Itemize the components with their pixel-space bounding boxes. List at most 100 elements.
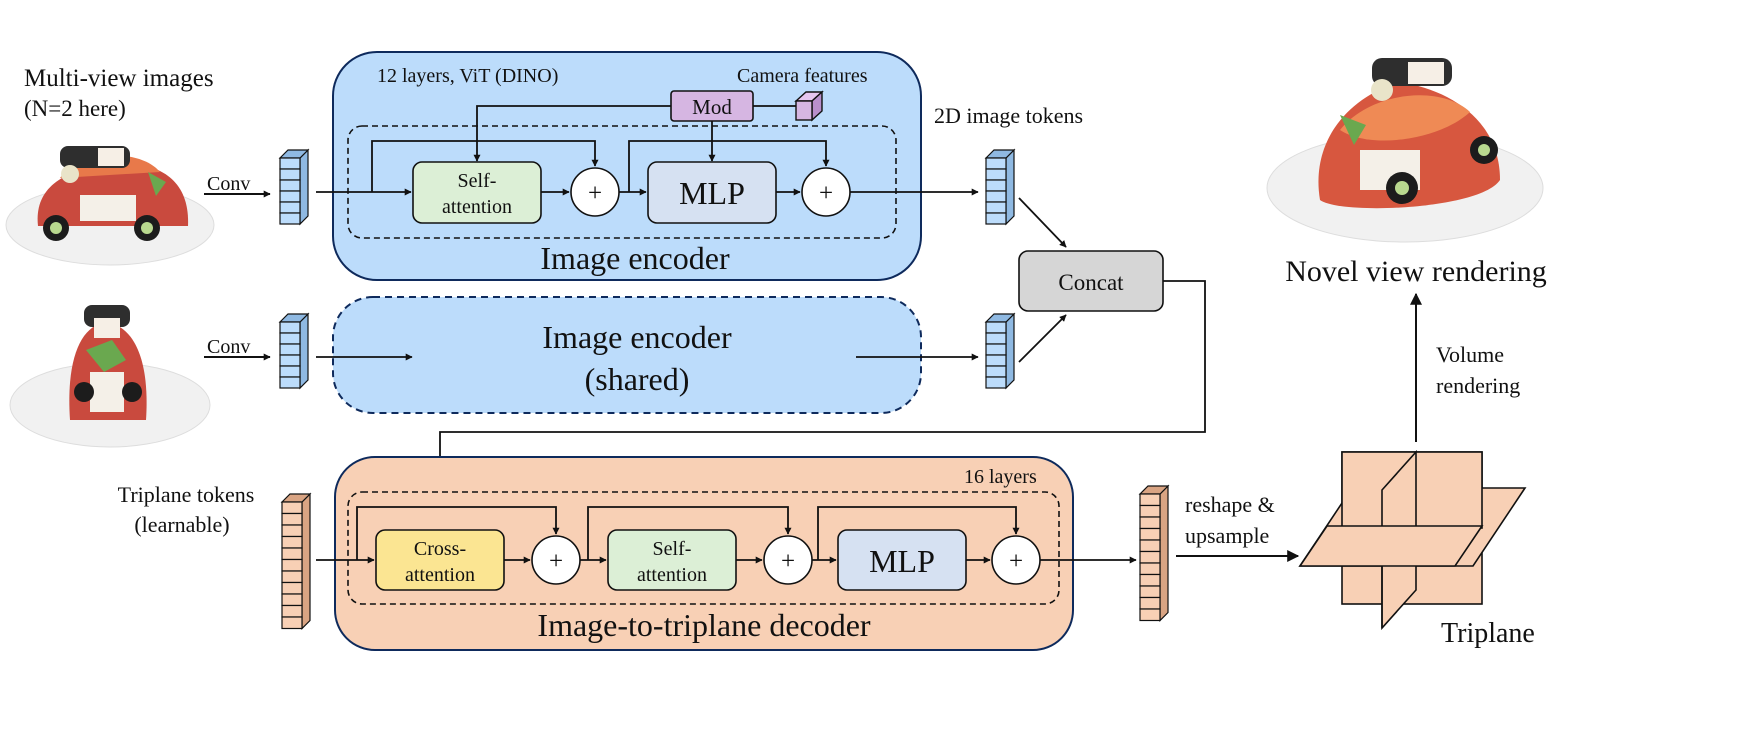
token-cell [279,365,301,378]
token-cell [279,201,301,214]
decoder-plus-2-label: + [781,548,795,575]
conv-label-1: Conv [207,173,250,195]
encoder-repeat-region [347,125,897,239]
triplane-tokens-line2: (learnable) [134,512,229,537]
conv-label-2: Conv [207,336,250,358]
token-cell [1139,608,1161,622]
mod-to-self-attn-arrow [473,105,671,162]
triplane-tokens-line1: Triplane tokens [118,482,255,507]
token-cell [281,501,303,515]
token-cell [1139,596,1161,610]
camera-features-label: Camera features [737,65,868,87]
token-cell [279,190,301,203]
token-cell [281,524,303,538]
inputs-title: Multi-view images [24,65,214,92]
token-cell [281,593,303,607]
token-cell [279,179,301,192]
token-stack-side [299,312,309,390]
token-cell [281,581,303,595]
tokens2-to-concat-arrow [1018,314,1067,363]
decoder-residual-2 [587,506,792,560]
token-cell [281,547,303,561]
triplane-icon [1298,449,1527,631]
sushi-car-front-image [9,305,211,448]
triplane-token-stack-input [280,492,312,630]
tokens1-to-concat-arrow [1018,197,1067,248]
token-cell [985,179,1007,192]
novel-view-label: Novel view rendering [1285,255,1547,288]
token-cell [281,512,303,526]
token-stack-side [299,148,309,226]
token-cell [281,604,303,618]
token-cell [985,201,1007,214]
encoder-plus-1-label: + [588,180,602,207]
token-cell [985,365,1007,378]
token-cell [1139,562,1161,576]
token-stack-side [1005,148,1015,226]
token-cell [985,168,1007,181]
token-stack-side [1159,484,1169,622]
reshape-line1: reshape & [1185,492,1275,517]
inputs-subtitle: (N=2 here) [24,96,126,121]
decoder-residual-1 [356,506,560,560]
decoder-repeat-region [347,491,1060,605]
token-cell [281,570,303,584]
token-cell [1139,550,1161,564]
token-cell [1139,516,1161,530]
token-cell [1139,493,1161,507]
token-cell [279,343,301,356]
input-token-stack-2 [278,312,310,390]
token-cell [1139,585,1161,599]
token-cell [1139,527,1161,541]
token-cell [279,376,301,389]
encoder-residual-1 [371,140,599,192]
token-cell [985,354,1007,367]
encoder-plus-2-label: + [819,180,833,207]
decoder-plus-1-label: + [549,548,563,575]
concat-label: Concat [1058,270,1124,295]
token-cell [985,190,1007,203]
image-token-stack-2 [984,312,1016,390]
decoder-self-attn-line1: Self- [653,538,692,560]
token-cell [279,157,301,170]
image-encoder-shared-block [332,296,922,414]
image-token-stack-1 [984,148,1016,226]
token-cell [985,376,1007,389]
decoder-title: Image-to-triplane decoder [537,607,871,643]
token-cell [279,332,301,345]
encoder-mlp-label: MLP [679,175,745,211]
decoder-residual-3 [817,506,1020,560]
image-encoder-title: Image encoder [540,240,730,276]
encoder-self-attn-line1: Self- [458,170,497,192]
token-cell [279,354,301,367]
encoder-residual-2 [628,140,830,192]
encoder-layers-label: 12 layers, ViT (DINO) [377,65,558,87]
volume-line2: rendering [1436,373,1520,398]
encoder-self-attn-line2: attention [442,196,512,218]
token-cell [1139,539,1161,553]
cross-attn-line1: Cross- [414,538,466,560]
token-cell [281,535,303,549]
mod-label: Mod [692,95,732,119]
camera-cube-icon [794,90,824,122]
decoder-plus-3-label: + [1009,548,1023,575]
token-cell [279,321,301,334]
token-cell [985,212,1007,225]
token-cell [985,157,1007,170]
sushi-car-rendered-image [1266,58,1544,243]
triplane-label: Triplane [1441,618,1535,649]
token-cell [1139,504,1161,518]
token-cell [279,212,301,225]
token-cell [279,168,301,181]
token-stack-side [301,492,311,630]
token-cell [985,321,1007,334]
volume-line1: Volume [1436,342,1504,367]
decoder-self-attn-line2: attention [637,564,707,586]
reshape-line2: upsample [1185,523,1269,548]
input-token-stack-1 [278,148,310,226]
token-cell [281,558,303,572]
token-cell [1139,573,1161,587]
token-cell [985,332,1007,345]
decoder-mlp-label: MLP [869,543,935,579]
